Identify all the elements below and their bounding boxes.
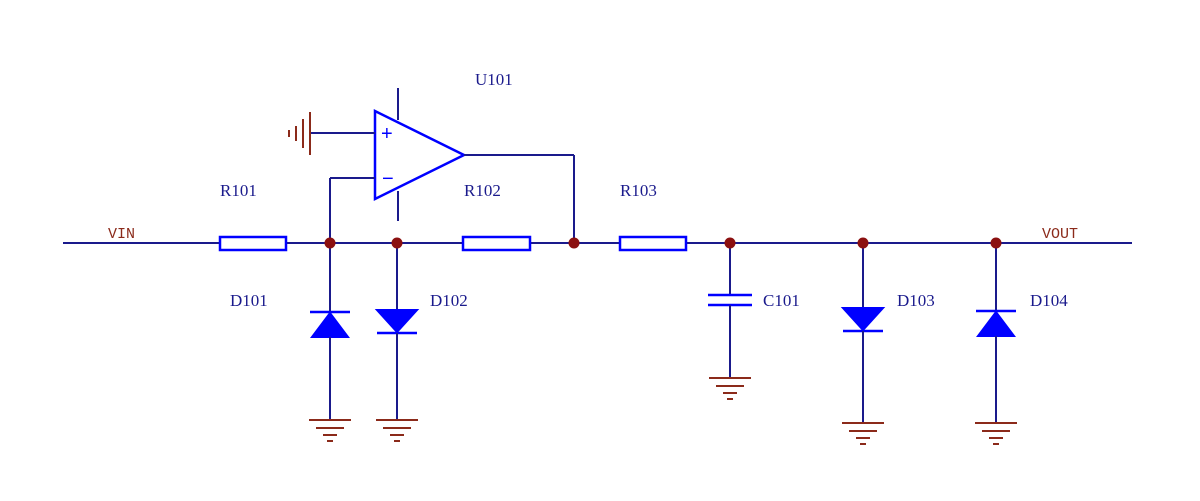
ground-symbol-d102 bbox=[376, 419, 418, 442]
refdes-d104: D104 bbox=[1030, 291, 1068, 310]
refdes-r102: R102 bbox=[464, 181, 501, 200]
opamp-u101 bbox=[310, 88, 575, 243]
refdes-d102: D102 bbox=[430, 291, 468, 310]
net-label-vout: VOUT bbox=[1042, 226, 1078, 243]
refdes-r101: R101 bbox=[220, 181, 257, 200]
opamp-minus-sign: − bbox=[382, 168, 394, 190]
junction-dot-node-3 bbox=[568, 237, 580, 249]
refdes-d103: D103 bbox=[897, 291, 935, 310]
diode-d101 bbox=[310, 243, 350, 420]
junction-dot-node-5 bbox=[857, 237, 869, 249]
junction-dot-node-6 bbox=[990, 237, 1002, 249]
junction-dots bbox=[324, 237, 1002, 249]
refdes-d101: D101 bbox=[230, 291, 268, 310]
net-label-vin: VIN bbox=[108, 226, 135, 243]
ground-symbol-opamp bbox=[288, 112, 311, 155]
diode-d103 bbox=[840, 243, 886, 423]
ground-symbol-c101 bbox=[709, 377, 751, 400]
resistor-r101 bbox=[218, 235, 288, 252]
ground-symbol-d103 bbox=[842, 422, 884, 445]
junction-dot-node-4 bbox=[724, 237, 736, 249]
junction-dot-node-2 bbox=[391, 237, 403, 249]
capacitor-c101 bbox=[708, 243, 752, 378]
resistor-r103 bbox=[618, 235, 688, 252]
resistor-r102 bbox=[461, 235, 532, 252]
opamp-plus-sign: + bbox=[381, 123, 393, 145]
refdes-u101: U101 bbox=[475, 70, 513, 89]
refdes-c101: C101 bbox=[763, 291, 800, 310]
ground-symbol-d104 bbox=[975, 422, 1017, 445]
ground-symbol-d101 bbox=[309, 419, 351, 442]
junction-dot-node-1 bbox=[324, 237, 336, 249]
diode-d104 bbox=[976, 243, 1016, 423]
diode-d102 bbox=[374, 243, 420, 420]
refdes-r103: R103 bbox=[620, 181, 657, 200]
